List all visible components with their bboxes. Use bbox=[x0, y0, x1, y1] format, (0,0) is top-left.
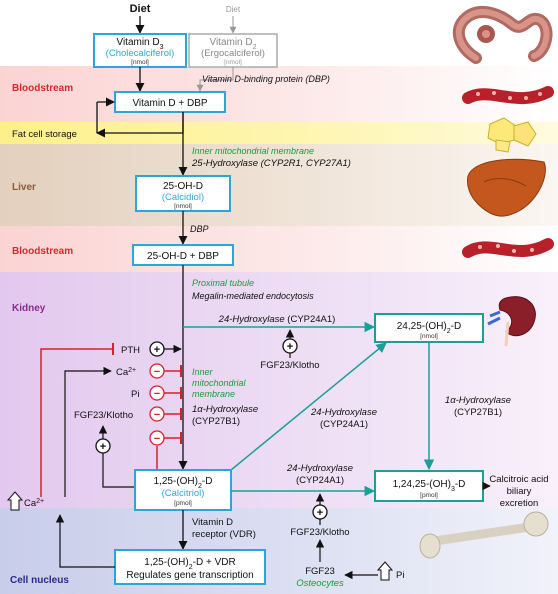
intestine-icon bbox=[452, 6, 553, 64]
osteocytes-label: Osteocytes bbox=[296, 578, 344, 589]
fat-storage-label: Fat cell storage bbox=[12, 129, 77, 140]
fgf23-klotho-bottom-label: FGF23/Klotho bbox=[290, 527, 349, 538]
inner-mito-2-l3: membrane bbox=[192, 389, 235, 399]
vdr-receptor-label-1: Vitamin D bbox=[192, 517, 233, 528]
plus-sign: + bbox=[154, 344, 160, 356]
liver-icon bbox=[467, 158, 546, 217]
fat-cells-icon bbox=[487, 117, 537, 153]
vitamin-d-dbp-box bbox=[114, 91, 226, 113]
vitamin-d3-name: (Cholecalciferol) bbox=[106, 48, 175, 59]
hydroxylase-24-bot-label-1: 24-Hydroxylase bbox=[286, 463, 353, 474]
vitamin-d2-box bbox=[188, 33, 278, 68]
plus-icon bbox=[95, 438, 111, 454]
megalin-label: Megalin-mediated endocytosis bbox=[192, 291, 314, 301]
minus-sign: − bbox=[154, 366, 160, 378]
ca-left-label: Ca2+ bbox=[24, 498, 44, 510]
band-label-kidney: Kidney bbox=[12, 303, 46, 314]
d2425-label: 24,25-(OH)2-D bbox=[397, 321, 461, 335]
dbp-label: DBP bbox=[190, 224, 209, 234]
band-label-liver: Liver bbox=[12, 182, 36, 193]
ca-label: Ca2+ bbox=[116, 367, 136, 379]
hydroxylase-24-top-label: 24-Hydroxylase (CYP24A1) bbox=[218, 314, 336, 325]
fgf23-label: FGF23 bbox=[305, 566, 335, 577]
vitamin-d3-title: Vitamin D3 bbox=[116, 37, 163, 51]
plus-icon bbox=[282, 338, 298, 354]
blood-vessel-icon bbox=[462, 238, 554, 258]
hydroxylase-24-bot-label-2: (CYP24A1) bbox=[296, 475, 344, 486]
plus-sign: + bbox=[100, 441, 106, 453]
calcitriol-box bbox=[134, 469, 232, 511]
hydroxylase-24-mid-label-1: 24-Hydroxylase bbox=[310, 407, 377, 418]
liver-band bbox=[0, 144, 558, 226]
kidney-band bbox=[0, 272, 558, 508]
diet-faded-label: Diet bbox=[226, 5, 241, 14]
hydroxylase-1a-right-label-2: (CYP27B1) bbox=[454, 407, 502, 418]
hydroxylase-24-mid-label-2: (CYP24A1) bbox=[320, 419, 368, 430]
d12425-unit: [pmol] bbox=[420, 492, 438, 499]
hydroxylase-1a-label-1: 1α-Hydroxylase bbox=[192, 404, 258, 415]
plus-sign: + bbox=[317, 507, 323, 519]
calcitriol-name: (Calcitriol) bbox=[162, 488, 205, 499]
inner-mito-2-l2: mitochondrial bbox=[192, 378, 247, 388]
vitamin-d3-box bbox=[93, 33, 187, 68]
diet-label: Diet bbox=[130, 3, 151, 15]
d2425-unit: [nmol] bbox=[420, 333, 438, 340]
kidney-icon bbox=[487, 296, 536, 347]
pi-bottom-label: Pi bbox=[396, 570, 404, 581]
inner-mito-membrane-label: Inner mitochondrial membrane bbox=[192, 146, 314, 156]
fgf23-klotho-top-label: FGF23/Klotho bbox=[260, 360, 319, 371]
bone-icon bbox=[419, 511, 549, 559]
plus-icon bbox=[312, 504, 328, 520]
hydroxylase-25-label: 25-Hydroxylase (CYP2R1, CYP27A1) bbox=[191, 158, 351, 169]
cell-nucleus-band bbox=[0, 508, 558, 594]
calcidiol-title: 25-OH-D bbox=[163, 181, 203, 192]
up-arrow-icon bbox=[6, 491, 24, 511]
blood-vessel-icon bbox=[462, 86, 554, 105]
calcidiol-name: (Calcidiol) bbox=[162, 192, 204, 203]
vdr-receptor-label-2: receptor (VDR) bbox=[192, 529, 256, 540]
minus-sign: − bbox=[154, 433, 160, 445]
d12425-label: 1,24,25-(OH)3-D bbox=[393, 479, 466, 493]
vitamin-d-dbp-label: Vitamin D + DBP bbox=[132, 98, 207, 109]
up-arrow-icon bbox=[376, 561, 394, 581]
hydroxylase-1a-label-2: (CYP27B1) bbox=[192, 416, 240, 427]
vitamin-d2-unit: [nmol] bbox=[224, 59, 242, 66]
inner-mito-2-l1: Inner bbox=[192, 367, 214, 377]
band-label-cell-nucleus: Cell nucleus bbox=[10, 575, 69, 586]
proximal-tubule-label: Proximal tubule bbox=[192, 278, 254, 288]
calcidiol-unit: [nmol] bbox=[174, 203, 192, 210]
vitamin-d2-title: Vitamin D2 bbox=[209, 37, 256, 51]
fgf23-klotho-regulator-label: FGF23/Klotho bbox=[74, 410, 133, 421]
calcitriol-unit: [pmol] bbox=[174, 500, 192, 507]
calcitroic-label-1: Calcitroic acid bbox=[489, 474, 548, 485]
d2425-box bbox=[374, 313, 484, 343]
calcidiol-dbp-label: 25-OH-D + DBP bbox=[147, 251, 219, 262]
calcitriol-title: 1,25-(OH)2-D bbox=[154, 476, 213, 490]
plus-sign: + bbox=[287, 341, 293, 353]
fat-storage-band bbox=[0, 122, 558, 144]
vdr-box bbox=[114, 549, 266, 585]
minus-sign: − bbox=[154, 409, 160, 421]
band-label-bloodstream-1: Bloodstream bbox=[12, 83, 73, 94]
pi-label: Pi bbox=[131, 389, 139, 400]
vitamin-d3-unit: [nmol] bbox=[131, 59, 149, 66]
vitamin-d2-name: (Ergocalciferol) bbox=[201, 48, 265, 59]
vdr-box-line1: 1,25-(OH)2-D + VDR bbox=[144, 557, 235, 571]
vdr-box-line2: Regulates gene transcription bbox=[126, 570, 253, 581]
band-label-bloodstream-2: Bloodstream bbox=[12, 246, 73, 257]
pth-label: PTH bbox=[121, 345, 140, 356]
hydroxylase-1a-right-label-1: 1α-Hydroxylase bbox=[445, 395, 511, 406]
minus-sign: − bbox=[154, 388, 160, 400]
dbp-protein-label: Vitamin D-binding protein (DBP) bbox=[202, 74, 330, 84]
calcitroic-label-2: biliary bbox=[507, 486, 532, 497]
calcidiol-box bbox=[135, 175, 231, 212]
d12425-box bbox=[374, 470, 484, 502]
calcitroic-label-3: excretion bbox=[500, 498, 539, 509]
